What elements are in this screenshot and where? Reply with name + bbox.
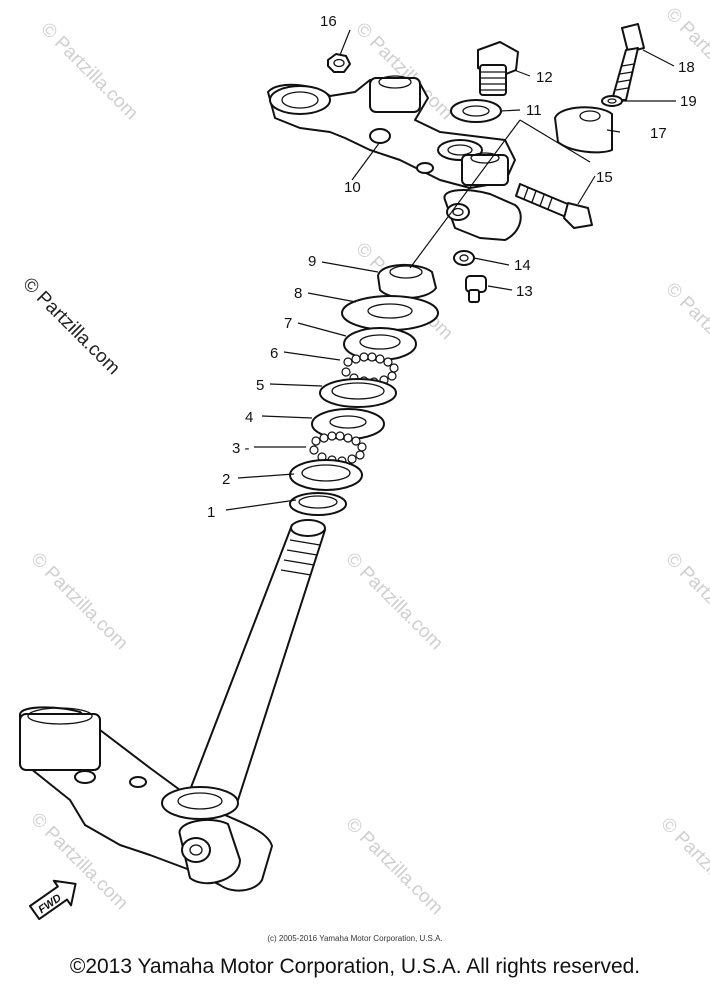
callout-12: 12 <box>536 69 553 86</box>
steering-stem <box>189 519 326 801</box>
callout-labels: 1 2 3 - 4 5 6 7 8 9 10 11 12 13 14 15 16… <box>207 13 697 521</box>
callout-5: 5 <box>256 377 264 394</box>
nut-16 <box>327 53 351 73</box>
callout-1: 1 <box>207 504 215 521</box>
watermark-text: © Partzilla.com <box>661 549 710 654</box>
washer-14 <box>453 250 475 266</box>
callout-10: 10 <box>344 179 361 196</box>
watermark-text: © Partzilla.com <box>661 279 710 384</box>
callout-3: 3 - <box>232 440 250 457</box>
watermark-text: © Partzilla.com <box>341 549 446 654</box>
callout-7: 7 <box>284 315 292 332</box>
watermark-text: © Partzilla.com <box>36 19 141 124</box>
ring-nut-9 <box>377 263 437 300</box>
washer-11 <box>450 99 502 123</box>
pinch-clamp <box>443 189 522 241</box>
upper-bracket <box>267 75 516 189</box>
callout-19: 19 <box>680 93 697 110</box>
callout-4: 4 <box>245 409 253 426</box>
seal-1 <box>289 492 347 516</box>
washer-19 <box>601 95 623 107</box>
watermark-text: © Partzilla.com <box>341 814 446 919</box>
leader-lines <box>225 29 676 511</box>
callout-18: 18 <box>678 59 695 76</box>
callout-8: 8 <box>294 285 302 302</box>
side-watermark-text: © Partzilla.com <box>18 274 123 379</box>
race-4 <box>311 408 385 440</box>
race-5 <box>319 378 397 408</box>
watermark-text: © Partzilla.com <box>26 549 131 654</box>
callout-6: 6 <box>270 345 278 362</box>
callout-14: 14 <box>514 257 531 274</box>
washer-8 <box>341 295 439 331</box>
fwd-arrow: FWD <box>29 879 77 921</box>
callout-11: 11 <box>526 102 542 119</box>
callout-2: 2 <box>222 471 230 488</box>
race-2 <box>289 459 363 491</box>
bolt-15 <box>515 183 593 229</box>
callout-15: 15 <box>596 169 613 186</box>
under-bracket <box>19 706 273 892</box>
cap-17 <box>554 106 613 154</box>
callout-17: 17 <box>650 125 667 142</box>
watermark-text: © Partzilla.com <box>656 814 710 919</box>
callout-9: 9 <box>308 253 316 270</box>
small-copyright: (c) 2005-2016 Yamaha Motor Corporation, … <box>267 934 443 943</box>
bolt-12 <box>477 41 519 96</box>
bolt-18 <box>611 23 645 101</box>
callout-16: 16 <box>320 13 337 30</box>
callout-13: 13 <box>516 283 533 300</box>
bolt-13 <box>465 275 487 303</box>
main-copyright: ©2013 Yamaha Motor Corporation, U.S.A. A… <box>69 955 641 978</box>
